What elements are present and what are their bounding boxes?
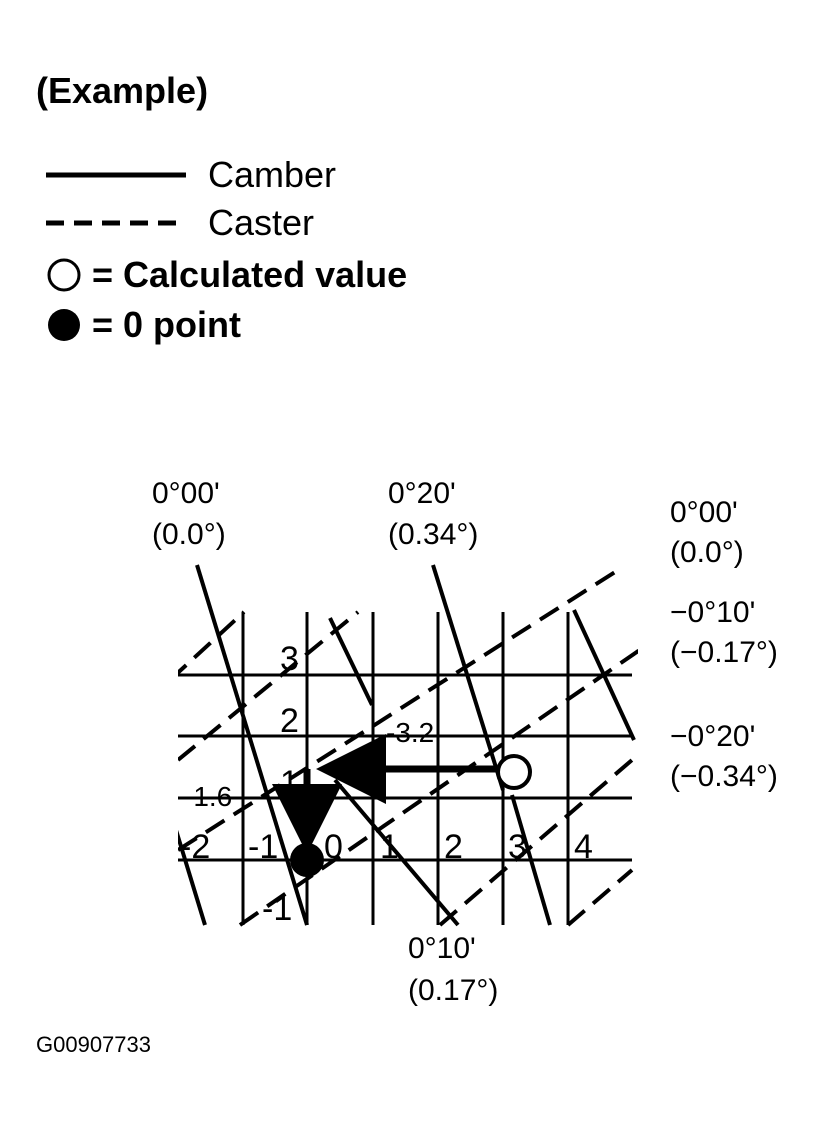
y-tick-label: 1	[280, 764, 299, 802]
caster-line-0-00	[178, 570, 617, 852]
top-left-decimal: (0.0°)	[152, 518, 226, 551]
top-left-label: 0°00' (0.0°)	[152, 477, 226, 551]
right-label-angle-1: −0°10'	[670, 596, 755, 629]
right-label-decimal-0: (0.0°)	[670, 536, 744, 569]
camber-line	[510, 794, 552, 926]
caster-lines	[178, 570, 638, 927]
camber-line-0-20	[431, 564, 505, 791]
legend-calculated-label: = Calculated value	[92, 254, 408, 295]
x-tick-label: 2	[444, 828, 463, 866]
y-tick-labels: 3 2 1 -1	[262, 640, 299, 928]
figure-id: G00907733	[36, 1032, 151, 1057]
right-label-angle-0: 0°00'	[670, 496, 738, 529]
bottom-label-decimal: (0.17°)	[408, 974, 498, 1007]
camber-line-0-00	[195, 564, 309, 926]
caster-line	[178, 610, 246, 676]
x-tick-label: 3	[508, 828, 527, 866]
horizontal-shift-label: -3.2	[386, 717, 434, 748]
open-circle-icon	[47, 258, 81, 292]
camber-lines	[178, 564, 636, 927]
x-tick-label: 0	[324, 828, 343, 866]
y-tick-label: 3	[280, 640, 299, 678]
legend-caster: Caster	[44, 202, 314, 244]
camber-line-icon	[46, 172, 186, 178]
y-tick-label: -1	[262, 890, 292, 928]
caster-line	[566, 868, 634, 927]
top-middle-label: 0°20' (0.34°)	[388, 477, 478, 551]
right-labels: 0°00' (0.0°) −0°10' (−0.17°) −0°20' (−0.…	[670, 496, 778, 793]
y-tick-label: 2	[280, 702, 299, 740]
camber-line	[178, 829, 207, 926]
right-label-angle-2: −0°20'	[670, 720, 755, 753]
example-title: (Example)	[36, 70, 209, 111]
top-left-angle: 0°00'	[152, 477, 220, 510]
vertical-shift-label: -1.6	[184, 781, 232, 812]
zero-point	[290, 843, 324, 877]
caster-line-minus-0-20	[438, 758, 634, 927]
camber-line	[328, 617, 374, 706]
legend-zero-label: = 0 point	[92, 304, 242, 345]
x-tick-label: 1	[380, 828, 399, 866]
right-label-decimal-2: (−0.34°)	[670, 760, 778, 793]
legend-zero-point: = 0 point	[44, 304, 241, 346]
x-tick-label: -1	[248, 828, 278, 866]
legend-caster-label: Caster	[208, 202, 315, 243]
x-tick-label: 4	[574, 828, 593, 866]
filled-circle-icon	[48, 309, 80, 341]
camber-line	[333, 778, 460, 927]
top-middle-decimal: (0.34°)	[388, 518, 478, 551]
bottom-label-angle: 0°10'	[408, 932, 476, 965]
top-middle-angle: 0°20'	[388, 477, 456, 510]
x-tick-label: -2	[180, 828, 210, 866]
right-label-decimal-1: (−0.17°)	[670, 636, 778, 669]
caster-line-minus-0-10	[238, 648, 638, 927]
caster-line	[178, 610, 360, 762]
legend-calculated-value: = Calculated value	[44, 254, 407, 296]
caster-dashed-line-icon	[46, 220, 186, 226]
calculated-value-point	[496, 754, 532, 790]
legend-camber-label: Camber	[208, 154, 337, 195]
legend-camber: Camber	[44, 154, 336, 196]
x-tick-labels: -2 -1 0 1 2 3 4	[180, 828, 593, 866]
bottom-label: 0°10' (0.17°)	[408, 932, 498, 1007]
